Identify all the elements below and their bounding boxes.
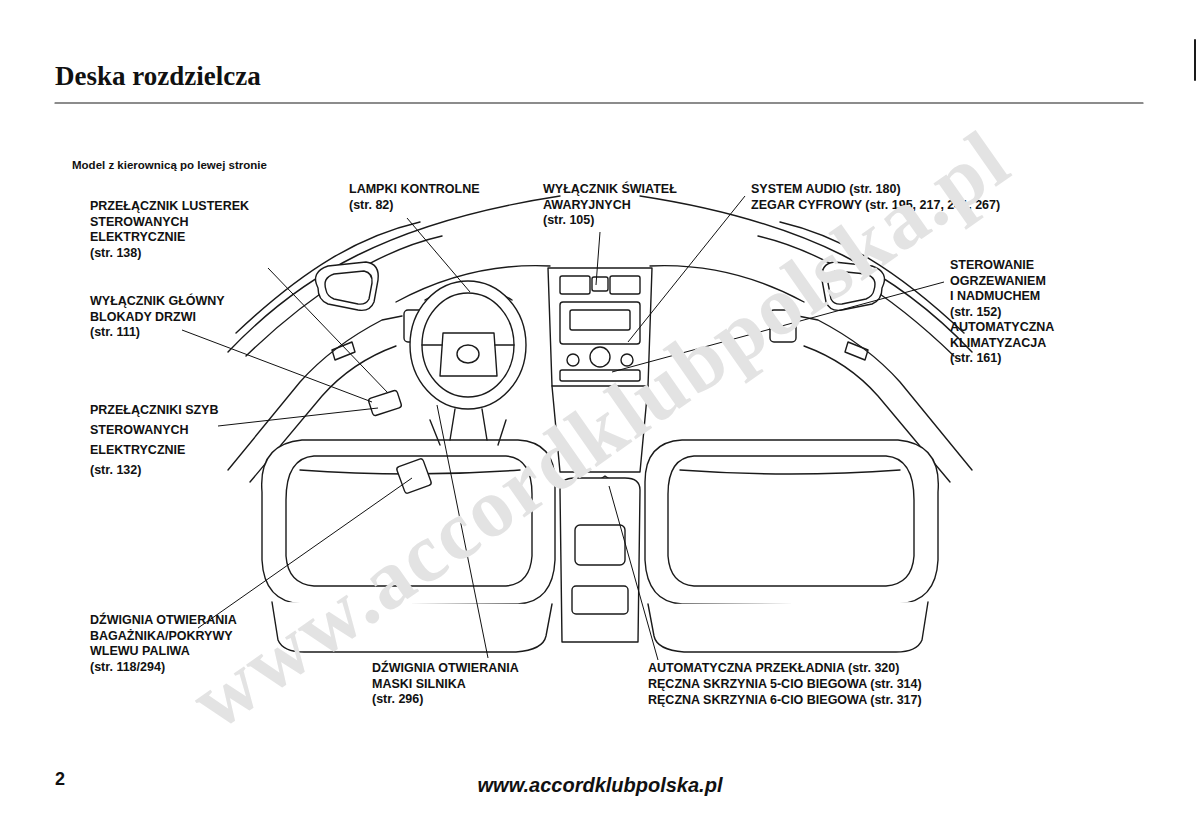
label-line: (str. 111) — [90, 325, 225, 341]
model-note: Model z kierownicą po lewej stronie — [72, 158, 267, 172]
callout-label: WYŁĄCZNIK ŚWIATEŁ AWARYJNYCH (str. 105) — [543, 182, 677, 229]
label-line: ELEKTRYCZNIE — [90, 230, 249, 246]
callout-label: STEROWANIE OGRZEWANIEM I NADMUCHEM (str.… — [950, 258, 1046, 320]
callout-label: RĘCZNA SKRZYNIA 6-CIO BIEGOWA (str. 317) — [648, 693, 922, 709]
label-line: LAMPKI KONTROLNE — [349, 182, 480, 198]
label-line: STEROWANYCH — [90, 215, 249, 231]
label-line: PRZEŁĄCZNIKI SZYB — [90, 400, 218, 420]
label-line: STEROWANIE — [950, 258, 1046, 274]
label-line: BAGAŻNIKA/POKRYWY — [90, 629, 237, 645]
label-line: WYŁĄCZNIK ŚWIATEŁ — [543, 182, 677, 198]
label-line: WYŁĄCZNIK GŁÓWNY — [90, 294, 225, 310]
label-line: (str. 82) — [349, 198, 480, 214]
callout-label: AUTOMATYCZNA KLIMATYZACJA (str. 161) — [950, 320, 1054, 367]
page-number: 2 — [55, 768, 65, 790]
label-line: (str. 152) — [950, 305, 1046, 321]
label-line: MASKI SILNIKA — [372, 677, 519, 693]
callout-label: PRZEŁĄCZNIKI SZYB STEROWANYCH ELEKTRYCZN… — [90, 400, 218, 480]
label-line: I NADMUCHEM — [950, 289, 1046, 305]
label-line: OGRZEWANIEM — [950, 274, 1046, 290]
callout-label: AUTOMATYCZNA PRZEKŁADNIA (str. 320) — [648, 661, 899, 677]
label-line: (str. 296) — [372, 692, 519, 708]
label-line: (str. 161) — [950, 351, 1054, 367]
callout-label: PRZEŁĄCZNIK LUSTEREK STEROWANYCH ELEKTRY… — [90, 199, 249, 261]
footer-url: www.accordklubpolska.pl — [478, 772, 723, 798]
callout-label: DŹWIGNIA OTWIERANIA MASKI SILNIKA (str. … — [372, 661, 519, 708]
callout-label: RĘCZNA SKRZYNIA 5-CIO BIEGOWA (str. 314) — [648, 677, 922, 693]
edge-mark — [1194, 40, 1196, 80]
label-line: DŹWIGNIA OTWIERANIA — [90, 613, 237, 629]
label-line: PRZEŁĄCZNIK LUSTEREK — [90, 199, 249, 215]
callout-label: LAMPKI KONTROLNE (str. 82) — [349, 182, 480, 213]
label-line: DŹWIGNIA OTWIERANIA — [372, 661, 519, 677]
steering-wheel — [410, 281, 526, 409]
label-line: AUTOMATYCZNA — [950, 320, 1054, 336]
label-line: KLIMATYZACJA — [950, 336, 1054, 352]
label-line: (str. 105) — [543, 213, 677, 229]
page-title: Deska rozdzielcza — [55, 60, 261, 92]
label-line: ELEKTRYCZNIE — [90, 440, 218, 460]
label-line: AWARYJNYCH — [543, 198, 677, 214]
header-rule — [55, 102, 1143, 103]
label-line: (str. 138) — [90, 246, 249, 262]
callout-label: WYŁĄCZNIK GŁÓWNY BLOKADY DRZWI (str. 111… — [90, 294, 225, 341]
label-line: STEROWANYCH — [90, 420, 218, 440]
label-line: BLOKADY DRZWI — [90, 310, 225, 326]
label-line: (str. 132) — [90, 460, 218, 480]
